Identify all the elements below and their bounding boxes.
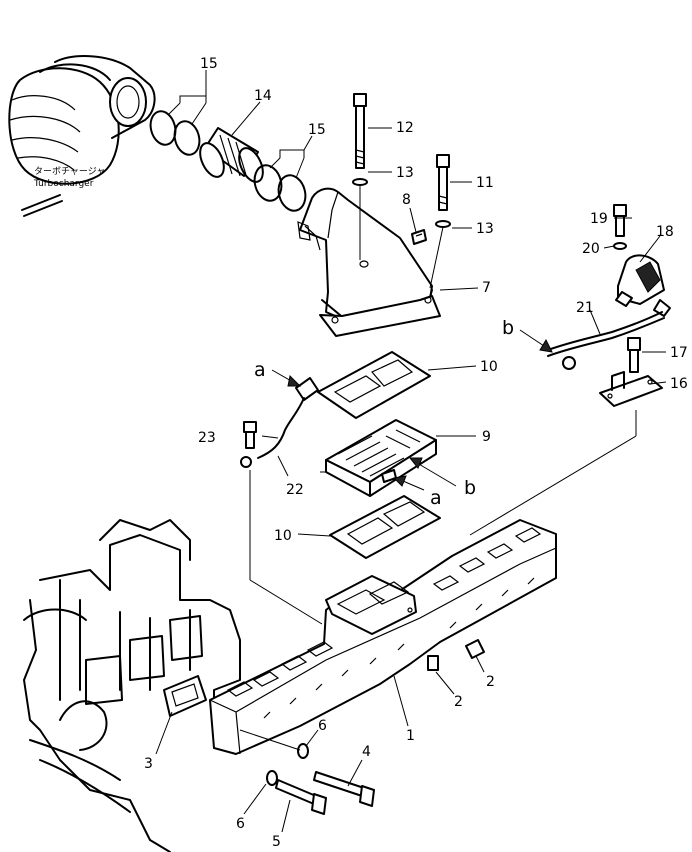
bolt-12: [353, 93, 367, 169]
bracket-16: [599, 371, 663, 407]
exhaust-manifold: [209, 519, 557, 755]
callout-10b: 10: [274, 528, 292, 544]
sensor-18: [615, 254, 671, 317]
turbocharger: [8, 55, 156, 217]
bolt-19: [613, 204, 627, 237]
exhaust-elbow: [297, 187, 441, 337]
callout-10a: 10: [480, 359, 498, 375]
reference-arrows: [271, 329, 553, 491]
callout-19: 19: [590, 211, 608, 227]
callout-16: 16: [670, 376, 688, 392]
ref-a-upper: a: [254, 359, 266, 381]
sensor-cable-22: [240, 377, 319, 468]
callout-15b: 15: [308, 122, 326, 138]
callout-15a: 15: [200, 56, 218, 72]
callout-7: 7: [482, 280, 491, 296]
connector-hose: [199, 127, 264, 183]
callout-6a: 6: [318, 718, 327, 734]
tube-21: [547, 311, 665, 370]
plug-8: [411, 229, 427, 245]
bolt-11: [436, 154, 450, 211]
callout-1: 1: [406, 728, 415, 744]
gasket-lower: [329, 495, 441, 559]
callout-5: 5: [272, 834, 281, 850]
washer-6-left: [266, 770, 278, 786]
callout-14: 14: [254, 88, 272, 104]
plug-2-upper: [465, 639, 485, 659]
ref-a-lower: a: [430, 487, 442, 509]
callout-8: 8: [402, 192, 411, 208]
callout-18: 18: [656, 224, 674, 240]
washer-13-upper: [352, 178, 368, 186]
gasket-3: [163, 675, 207, 717]
callout-2a: 2: [486, 674, 495, 690]
plug-2-lower: [427, 655, 439, 671]
bolt-5: [275, 779, 327, 815]
turbo-label-en: Turbocharger: [33, 179, 94, 189]
engine-block: [23, 519, 241, 852]
callout-20: 20: [582, 241, 600, 257]
callout-17: 17: [670, 345, 688, 361]
callout-9: 9: [482, 429, 491, 445]
washer-6-right: [297, 743, 309, 759]
callout-13a: 13: [396, 165, 414, 181]
leader-lines: [155, 70, 667, 833]
washer-20: [613, 242, 627, 250]
washer-13-lower: [435, 220, 451, 228]
callout-23: 23: [198, 430, 216, 446]
gasket-upper: [317, 351, 431, 419]
turbo-label-jp: ターボチャージャ: [34, 166, 105, 177]
callout-3: 3: [144, 756, 153, 772]
callout-4: 4: [362, 744, 371, 760]
callout-13b: 13: [476, 221, 494, 237]
callout-6b: 6: [236, 816, 245, 832]
bolt-17: [627, 337, 641, 373]
ref-b-upper: b: [502, 317, 514, 339]
seal-rings-right: [253, 164, 307, 212]
callout-2b: 2: [454, 694, 463, 710]
ref-b-lower: b: [464, 477, 476, 499]
callout-22: 22: [286, 482, 304, 498]
adapter-9: [325, 419, 437, 497]
callout-12: 12: [396, 120, 414, 136]
callout-11: 11: [476, 175, 494, 191]
callout-21: 21: [576, 300, 594, 316]
bolt-23: [243, 421, 257, 449]
seal-rings-left: [149, 110, 201, 156]
bolt-4: [313, 771, 375, 807]
